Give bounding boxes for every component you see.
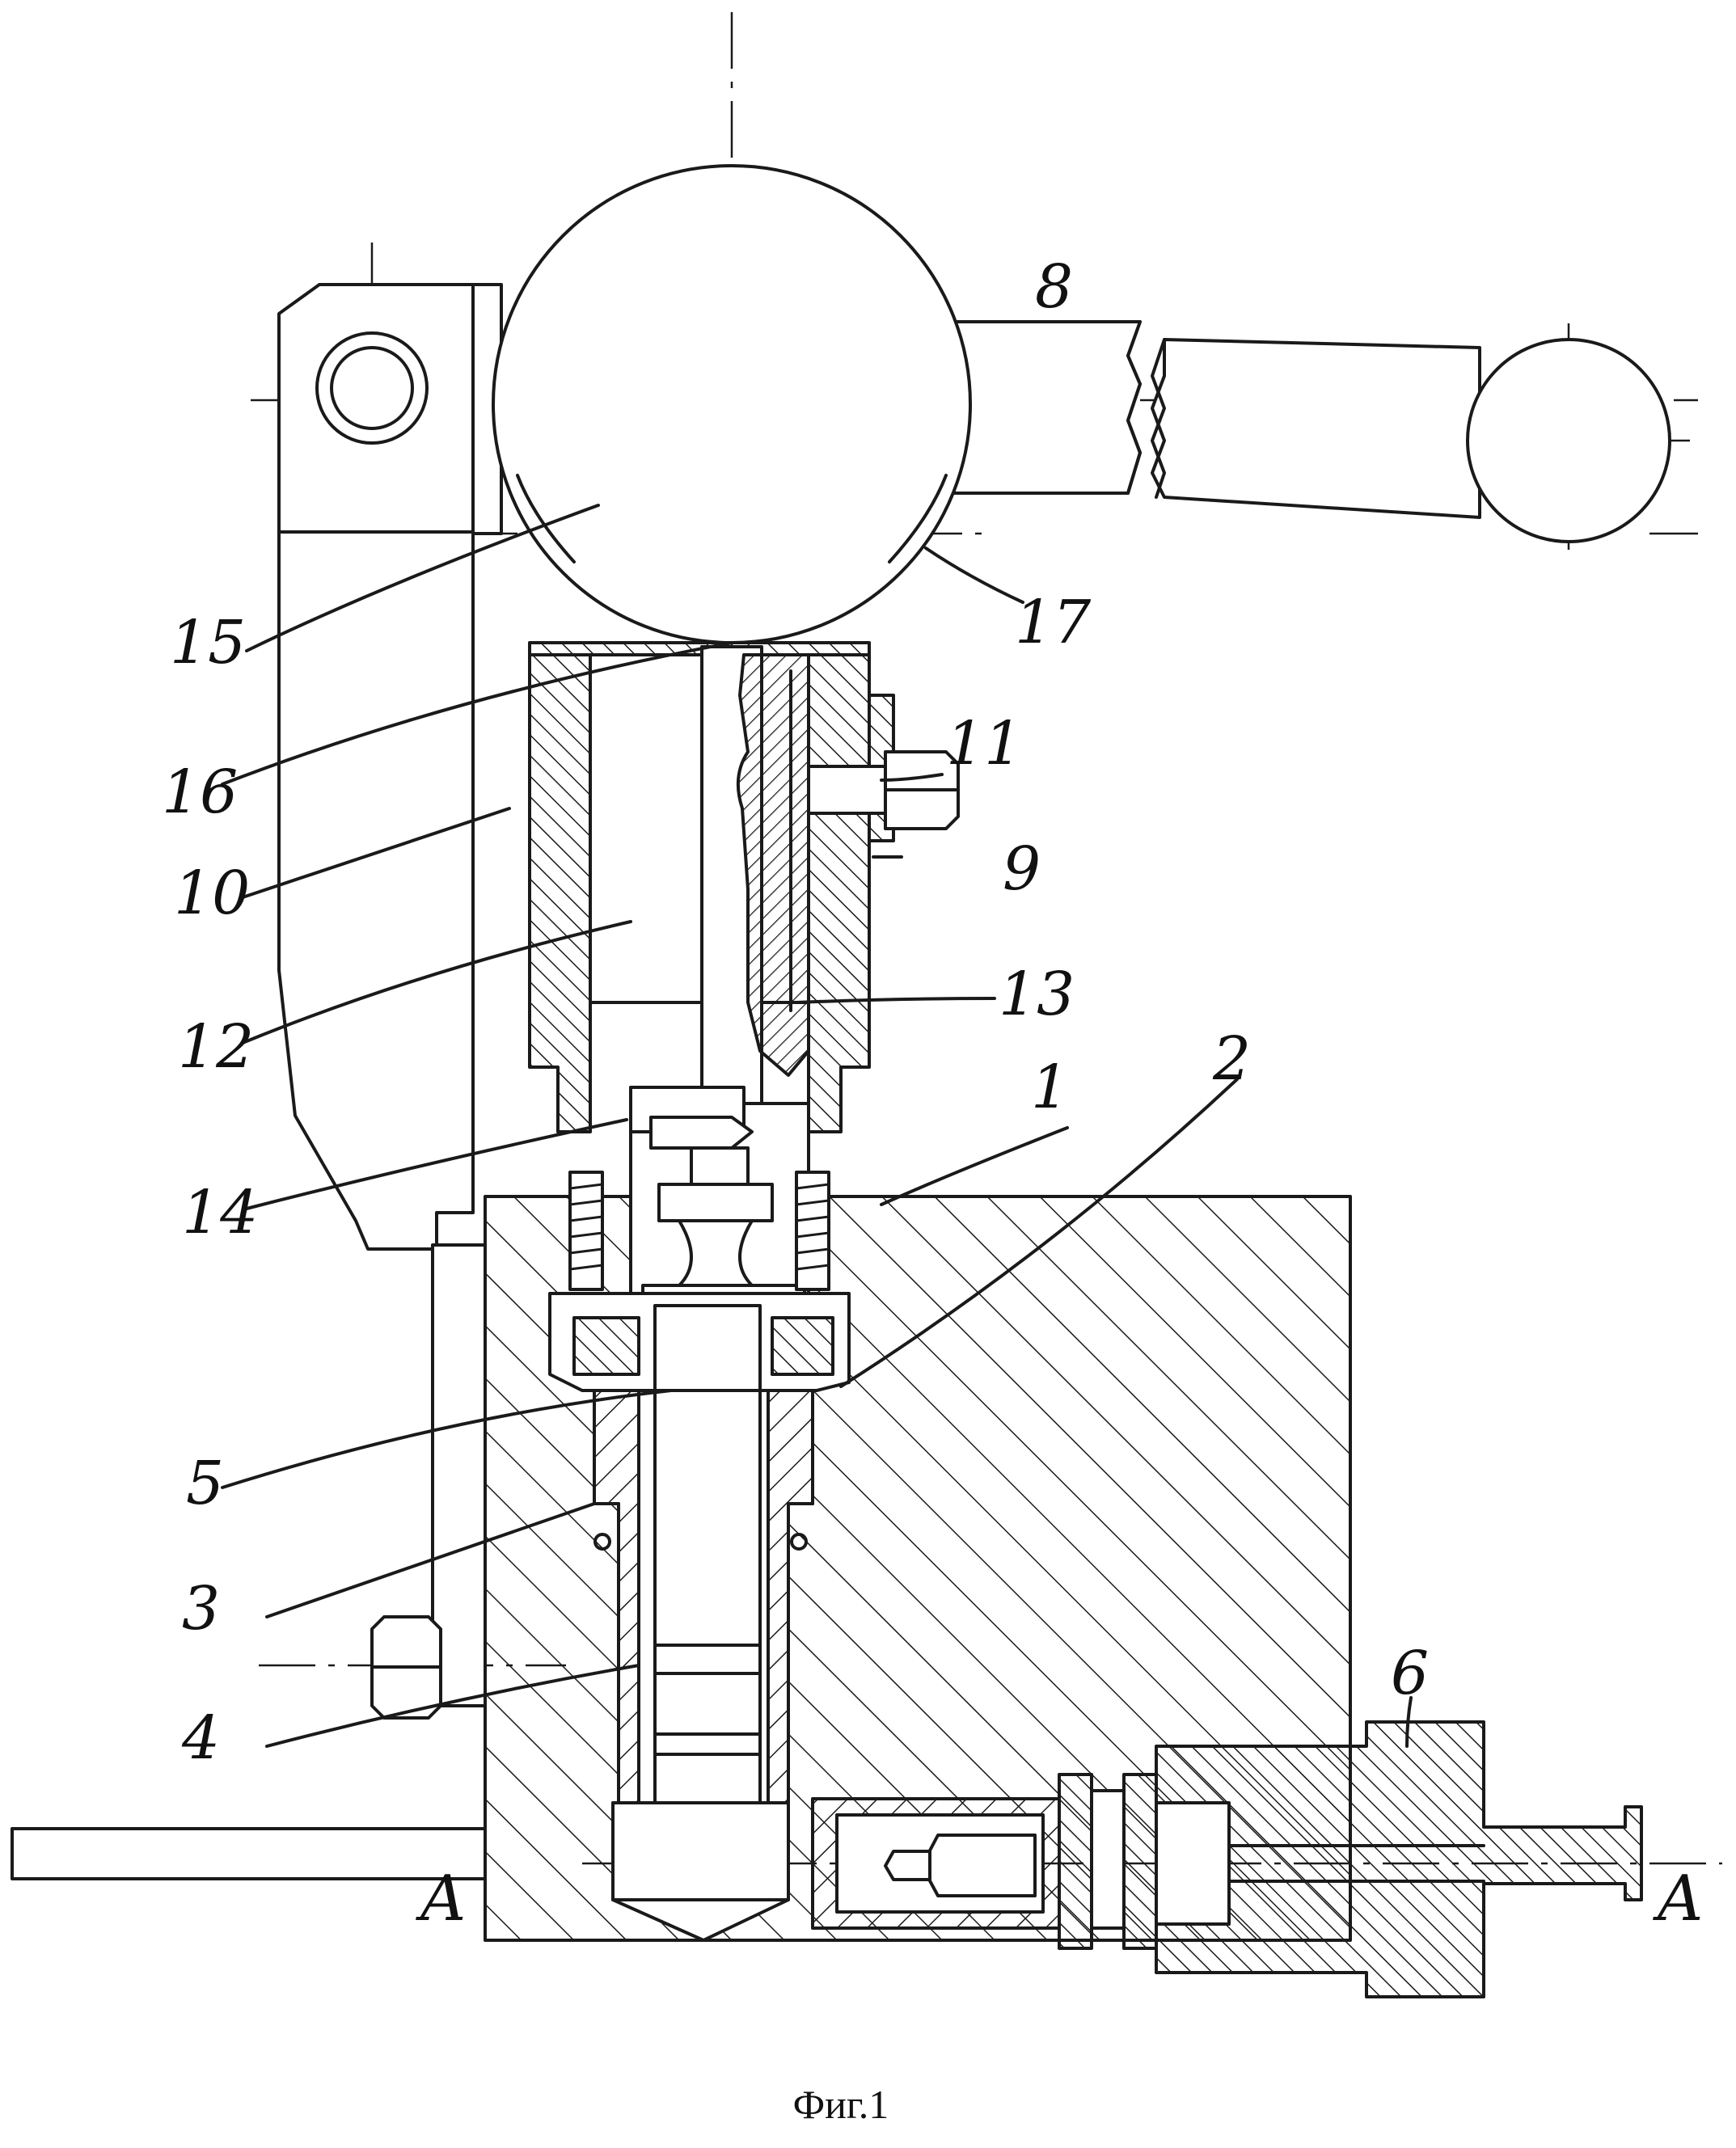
cam	[493, 166, 970, 643]
figure-caption: Фиг.1	[793, 2082, 889, 2127]
label-15: 15	[170, 608, 246, 677]
label-17: 17	[1015, 588, 1091, 657]
label-3: 3	[182, 1574, 220, 1644]
label-14: 14	[182, 1178, 258, 1247]
label-12: 12	[178, 1012, 254, 1082]
spring-left	[570, 1172, 602, 1289]
section-mark-left: A	[416, 1863, 466, 1935]
label-5: 5	[186, 1449, 224, 1518]
lever-ball-knob	[1468, 340, 1670, 542]
valve-assembly	[550, 1087, 849, 1391]
label-13: 13	[999, 960, 1075, 1029]
label-16: 16	[162, 757, 238, 827]
label-10: 10	[174, 859, 250, 928]
label-6: 6	[1391, 1639, 1429, 1708]
label-8: 8	[1035, 252, 1073, 322]
swing-bracket	[279, 285, 501, 1249]
label-11: 11	[946, 709, 1022, 779]
section-mark-right: A	[1653, 1863, 1703, 1935]
spring-right	[796, 1172, 829, 1289]
label-4: 4	[181, 1703, 220, 1773]
label-9: 9	[1003, 834, 1041, 904]
label-2: 2	[1212, 1024, 1251, 1094]
label-1: 1	[1031, 1053, 1069, 1122]
lever-arm	[954, 322, 1670, 542]
